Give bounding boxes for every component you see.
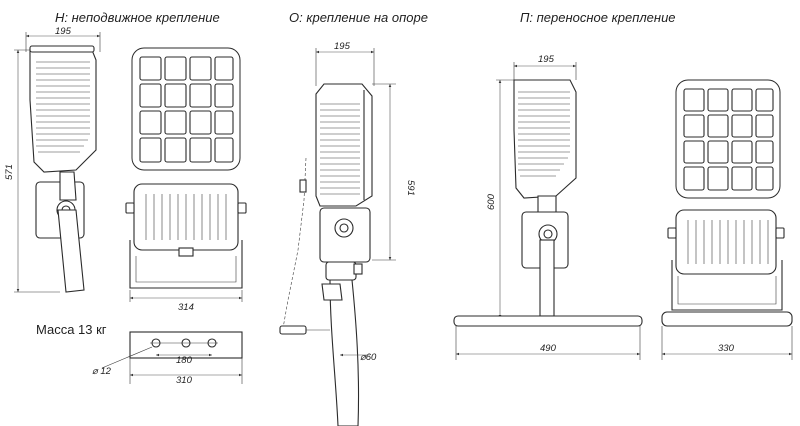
title-fixed-mount: Н: неподвижное крепление bbox=[55, 10, 220, 25]
dim-pole-height: 591 bbox=[405, 180, 416, 196]
dim-fixed-depth: 195 bbox=[55, 26, 72, 37]
dim-fixed-width: 314 bbox=[178, 302, 194, 313]
dim-portable-depth: 195 bbox=[538, 54, 555, 65]
dim-pole-diameter: ⌀60 bbox=[360, 352, 377, 363]
dim-hole-diameter: ⌀ 12 bbox=[92, 366, 112, 377]
mass-label: Масса 13 кг bbox=[36, 322, 107, 337]
title-pole-mount: О: крепление на опоре bbox=[289, 10, 428, 25]
mounting-plate-view: 180 310 ⌀ 12 bbox=[92, 331, 243, 386]
dim-portable-width: 330 bbox=[718, 343, 735, 354]
title-portable-mount: П: переносное крепление bbox=[520, 10, 676, 25]
dim-plate-holes: 180 bbox=[176, 355, 193, 366]
pole-mount-view: 195 591 ⌀60 bbox=[279, 41, 416, 426]
fixed-mount-side-view: 195 571 bbox=[4, 26, 101, 293]
fixed-mount-front-view: 314 bbox=[125, 47, 247, 313]
portable-mount-front-view: 330 bbox=[661, 79, 793, 360]
portable-mount-side-view: 195 600 490 bbox=[453, 54, 643, 360]
dim-portable-base: 490 bbox=[540, 343, 557, 354]
dim-plate-width: 310 bbox=[176, 375, 193, 386]
dim-portable-height: 600 bbox=[486, 193, 497, 210]
dim-pole-depth: 195 bbox=[334, 41, 351, 52]
dim-fixed-height: 571 bbox=[4, 164, 15, 180]
